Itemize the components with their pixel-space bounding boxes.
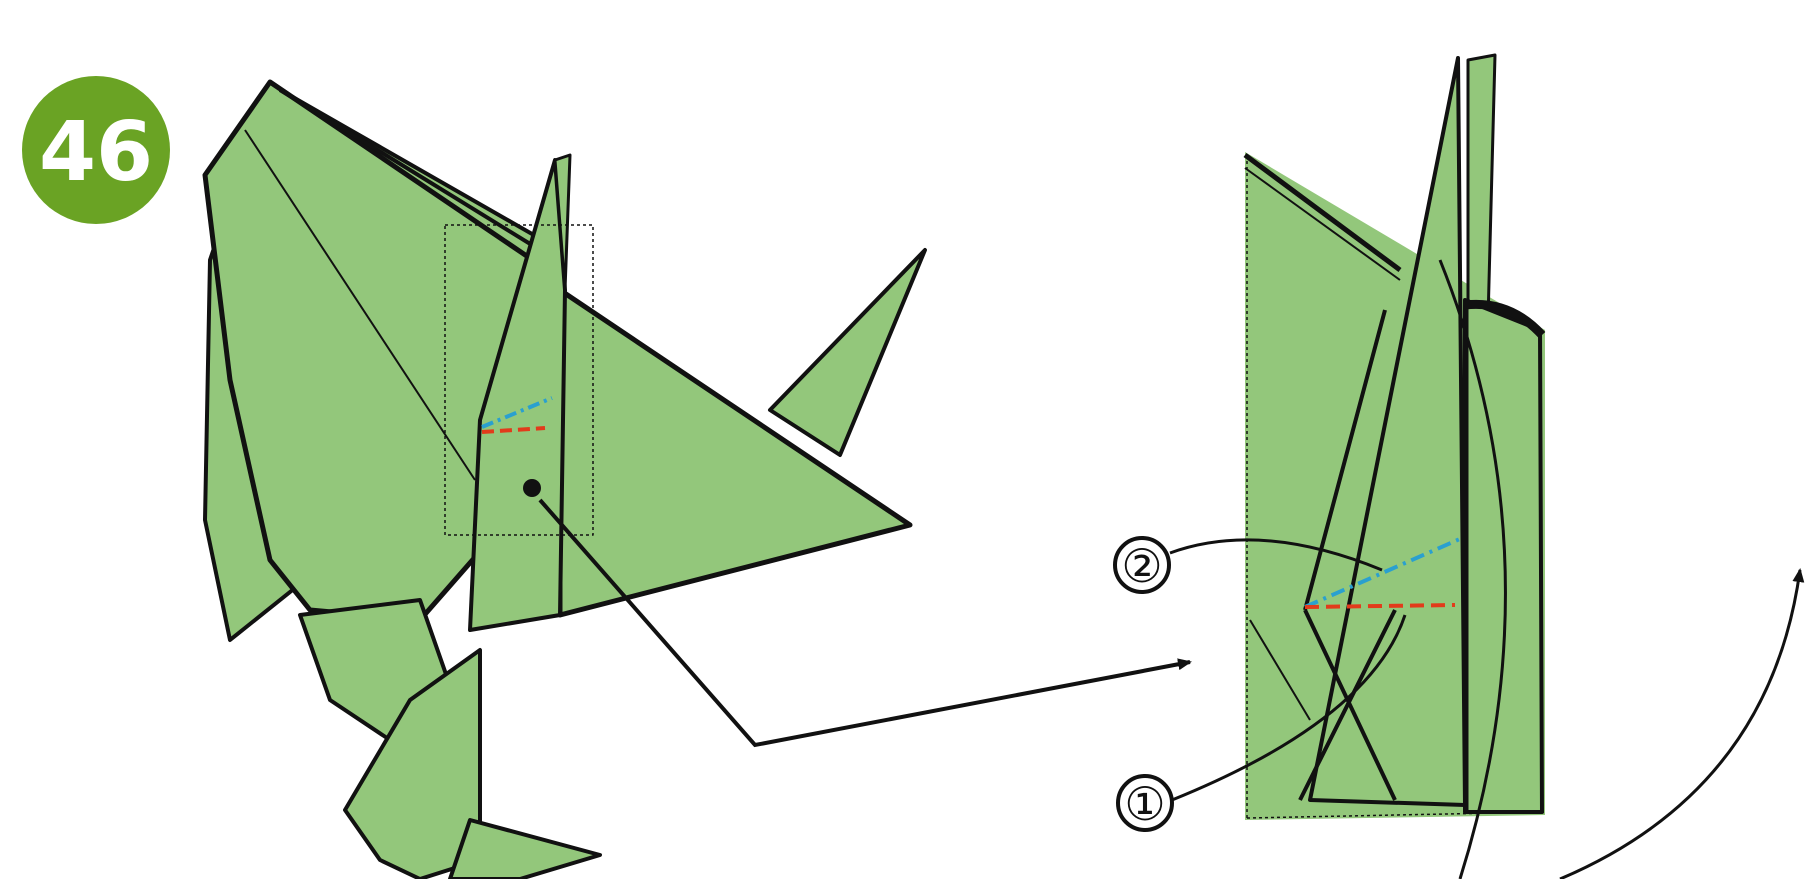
step-badge: 46 <box>22 76 170 224</box>
marker-two-label: ② <box>1121 539 1162 593</box>
step-number: 46 <box>39 105 153 200</box>
reference-dot <box>523 479 541 497</box>
origami-figure-left <box>205 82 925 879</box>
tail <box>770 250 925 455</box>
rotate-arrow <box>1560 570 1800 879</box>
detail-figure <box>1245 55 1545 820</box>
foot <box>450 820 600 879</box>
marker-one-label: ① <box>1124 777 1165 831</box>
detail-neck-back <box>1468 55 1495 320</box>
valley-fold-line-detail <box>1305 605 1455 607</box>
